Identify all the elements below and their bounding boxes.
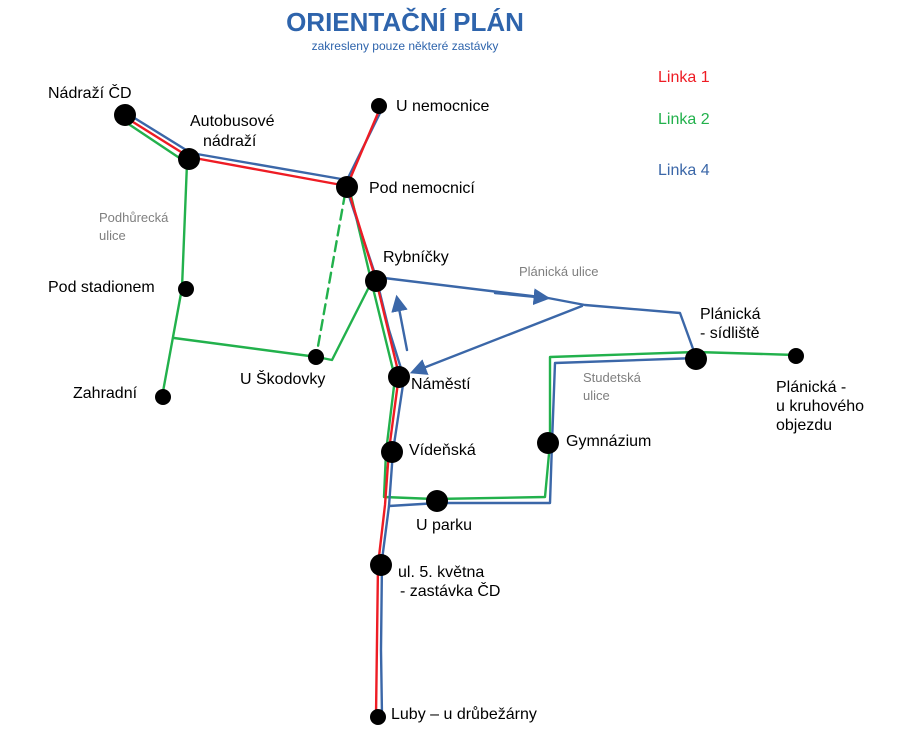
linka-4-arrow-east [493, 288, 551, 306]
label-luby: Luby – u drůbežárny [391, 705, 537, 723]
map-subtitle: zakresleny pouze některé zastávky [312, 39, 499, 53]
stop-planicka-sidliste [685, 348, 707, 370]
label-ul-5-kvetna-line-1: ul. 5. května [398, 564, 484, 581]
stop-ul-5-kvetna [370, 554, 392, 576]
label-ul-5-kvetna-line-2: - zastávka ČD [400, 581, 500, 600]
label-autobusove-nadrazi-line-1: Autobusové [190, 113, 275, 130]
label-videnska: Vídeňská [409, 442, 476, 459]
linka-4-planicka-route [374, 275, 698, 359]
route-lines [119, 104, 798, 718]
street-studetska-line-1: Studetská [583, 370, 642, 385]
linka-4-route [126, 105, 699, 718]
stop-u-parku [426, 490, 448, 512]
label-planicka-sidliste: Plánická - sídliště [700, 306, 765, 342]
street-labels: Podhůrecká ulice Plánická ulice Studetsk… [99, 210, 644, 403]
label-rybnicky: Rybníčky [383, 249, 449, 266]
label-planicka-kruhovy-line-3: objezdu [776, 417, 832, 434]
label-planicka-sidliste-line-2: - sídliště [700, 325, 760, 342]
label-autobusove-nadrazi: Autobusové nádraží [190, 113, 279, 150]
stop-nadrazi-cd [114, 104, 136, 126]
label-pod-stadionem: Pod stadionem [48, 279, 155, 296]
stop-luby [370, 709, 386, 725]
linka-1-route-line [123, 104, 401, 718]
stop-pod-stadionem [178, 281, 194, 297]
stop-u-skodovky [308, 349, 324, 365]
label-u-skodovky: U Škodovky [240, 369, 325, 388]
stop-pod-nemocnici [336, 176, 358, 198]
linka-4-arrow-to-namesti [409, 304, 584, 375]
label-u-nemocnice: U nemocnice [396, 98, 489, 115]
stop-zahradni [155, 389, 171, 405]
linka-4-arrow-north [391, 294, 409, 352]
label-u-parku: U parku [416, 517, 472, 534]
stop-videnska [381, 441, 403, 463]
label-pod-nemocnici: Pod nemocnicí [369, 180, 475, 197]
label-namesti: Náměstí [411, 376, 471, 393]
stop-labels: Nádraží ČD Autobusové nádraží U nemocnic… [48, 83, 869, 723]
stop-gymnazium [537, 432, 559, 454]
street-podhurecka: Podhůrecká ulice [99, 210, 172, 243]
label-planicka-kruhovy-line-2: u kruhového [776, 398, 864, 415]
label-planicka-kruhovy-line-1: Plánická - [776, 379, 846, 396]
street-studetska: Studetská ulice [583, 370, 644, 403]
map-title: ORIENTAČNÍ PLÁN [286, 7, 524, 37]
legend-linka-4: Linka 4 [658, 162, 710, 179]
label-zahradni: Zahradní [73, 385, 138, 402]
stop-autobusove-nadrazi [178, 148, 200, 170]
stop-planicka-kruhovy [788, 348, 804, 364]
label-autobusove-nadrazi-line-2: nádraží [203, 133, 257, 150]
label-nadrazi-cd: Nádraží ČD [48, 83, 132, 102]
stops [114, 98, 804, 725]
label-planicka-kruhovy: Plánická - u kruhového objezdu [776, 379, 869, 434]
linka-2-dashed-branch [315, 192, 347, 354]
stop-namesti [388, 366, 410, 388]
legend-linka-2: Linka 2 [658, 111, 710, 128]
label-ul-5-kvetna: ul. 5. května - zastávka ČD [398, 564, 500, 600]
linka-1-route [123, 104, 401, 718]
label-planicka-sidliste-line-1: Plánická [700, 306, 761, 323]
linka-2-west-loop [119, 117, 189, 399]
legend-linka-1: Linka 1 [658, 69, 710, 86]
stop-rybnicky [365, 270, 387, 292]
street-studetska-line-2: ulice [583, 388, 610, 403]
street-podhurecka-line-2: ulice [99, 228, 126, 243]
street-podhurecka-line-1: Podhůrecká [99, 210, 169, 225]
street-planicka: Plánická ulice [519, 264, 599, 279]
label-gymnazium: Gymnázium [566, 433, 651, 450]
linka-2-skodovka-connector [172, 283, 372, 362]
stop-u-nemocnice [371, 98, 387, 114]
